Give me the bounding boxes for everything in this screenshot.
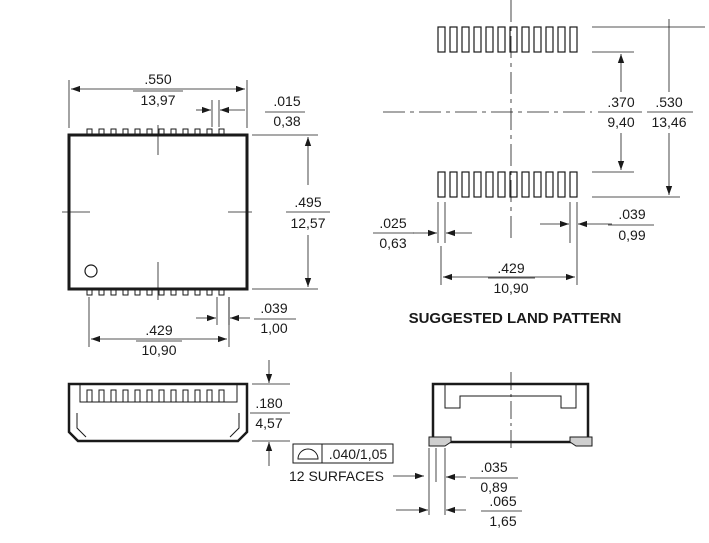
end-view-feet (428, 436, 593, 447)
dim-land-span (440, 246, 575, 285)
end-view-body (431, 382, 590, 444)
dim-lead-pitch-mm: 1,00 (260, 320, 287, 336)
dim-land-inner-in: .370 (607, 94, 634, 110)
pin-one-marker (84, 264, 98, 278)
dim-lead-width-in: .015 (273, 93, 300, 109)
dim-package-width-mm: 13,97 (140, 92, 175, 108)
dim-land-outer-mm: 13,46 (651, 114, 686, 130)
dim-end-lead-mm: 0,89 (480, 479, 507, 495)
end-view: .035 0,89 .065 1,65 (396, 372, 593, 529)
land-pattern-centerlines (383, 0, 592, 240)
dim-package-height (252, 134, 330, 290)
land-pattern: .370 9,40 .530 13,46 .025 0,63 (373, 0, 705, 327)
dim-end-lead (428, 448, 518, 515)
dim-lead-pitch (196, 297, 296, 325)
top-view: .550 13,97 .015 0,38 .495 12,57 . (62, 71, 330, 358)
side-view: .180 4,57 .040/1,05 12 SURFACES (67, 360, 424, 484)
land-pattern-upper-pads (437, 26, 578, 53)
dim-end-lead-in: .035 (480, 459, 507, 475)
dim-pad-pitch-in: .039 (618, 206, 645, 222)
dim-end-standoff-mm: 1,65 (489, 513, 516, 529)
side-view-leads (86, 389, 225, 403)
land-pattern-title: SUGGESTED LAND PATTERN (409, 310, 622, 327)
dim-lead-width-mm: 0,38 (273, 113, 300, 129)
dim-land-inner (592, 51, 642, 173)
flatness-frame (292, 443, 394, 464)
dim-package-height-mm: 12,57 (290, 215, 325, 231)
dim-pad-width-mm: 0,63 (379, 235, 406, 251)
dim-side-height-in: .180 (255, 395, 282, 411)
dim-pad-width-in: .025 (379, 215, 406, 231)
land-pattern-lower-pads (437, 171, 578, 198)
dim-lead-span-in: .429 (145, 322, 172, 338)
dim-land-span-in: .429 (497, 260, 524, 276)
dim-side-height (250, 360, 290, 466)
surfaces-note: 12 SURFACES (289, 468, 384, 484)
dim-land-outer-in: .530 (655, 94, 682, 110)
dim-package-height-in: .495 (294, 194, 321, 210)
dim-end-standoff (396, 506, 522, 514)
dim-lead-pitch-in: .039 (260, 300, 287, 316)
top-view-centerlines (62, 125, 252, 300)
flatness-value: .040/1,05 (329, 446, 388, 462)
dim-package-width (68, 80, 248, 128)
dim-land-outer (592, 19, 705, 198)
dim-land-span-mm: 10,90 (493, 280, 528, 296)
dim-land-inner-mm: 9,40 (607, 114, 634, 130)
dim-end-standoff-in: .065 (489, 493, 516, 509)
dim-package-width-in: .550 (144, 71, 171, 87)
dim-pad-pitch (540, 202, 654, 285)
dim-side-height-mm: 4,57 (255, 415, 282, 431)
dim-lead-span-mm: 10,90 (141, 342, 176, 358)
top-view-upper-leads (86, 128, 225, 136)
dim-pad-width (373, 202, 472, 243)
dim-pad-pitch-mm: 0,99 (618, 227, 645, 243)
dim-lead-width (196, 100, 305, 127)
